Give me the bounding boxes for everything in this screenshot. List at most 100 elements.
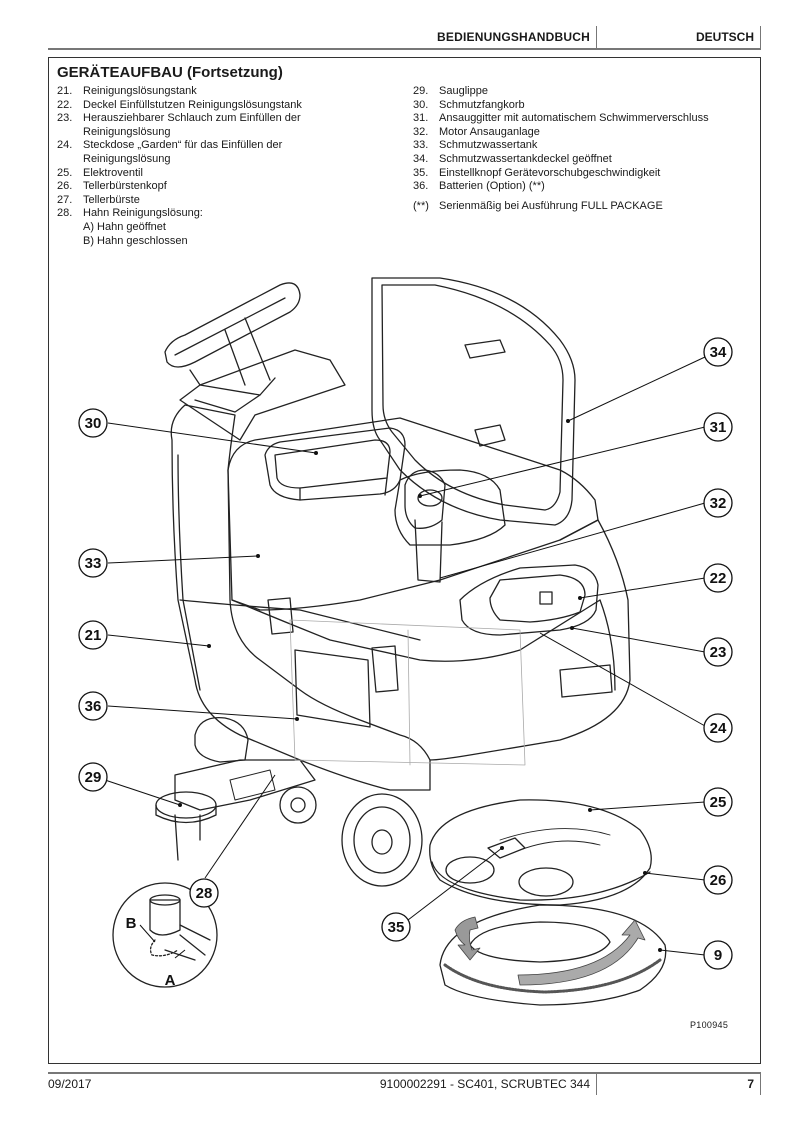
header-rule [48, 48, 761, 50]
list-item-continuation: Reinigungslösung [83, 152, 171, 165]
callout-33: 33 [85, 555, 102, 572]
callout-25: 25 [710, 794, 727, 811]
item-number: 28. [57, 207, 73, 220]
basket-recess [264, 427, 406, 501]
item-text: Tellerbürste [83, 193, 140, 206]
list-item: 33. Schmutzwassertank [413, 139, 753, 153]
item-number: 23. [57, 112, 73, 125]
footnote: (**) Serienmäßig bei Ausführung FULL PACK… [413, 200, 753, 214]
item-number: 33. [413, 139, 429, 152]
item-number: 24. [57, 139, 73, 152]
basket [274, 439, 391, 489]
squeegee-assembly [194, 716, 249, 763]
list-subitem: A) Hahn geöffnet [83, 220, 166, 233]
header-divider [760, 26, 761, 48]
item-text: Batterien (Option) (**) [439, 180, 545, 193]
item-text: Schmutzfangkorb [439, 98, 525, 111]
battery-outline [289, 619, 526, 766]
item-text: Ansauggitter mit automatischem Schwimmer… [439, 112, 709, 125]
item-number: 22. [57, 98, 73, 111]
item-text: Hahn Reinigungslösung: [83, 207, 203, 220]
list-subitem: B) Hahn geschlossen [83, 234, 188, 247]
list-item: 29. Sauglippe [413, 85, 753, 99]
list-item: 35. Einstellknopf Gerätevorschubgeschwind… [413, 167, 753, 181]
footer-rule [48, 1072, 761, 1074]
footer-date: 09/2017 [48, 1077, 92, 1091]
item-text: Tellerbürstenkopf [83, 180, 167, 193]
list-item-continuation: Reinigungslösung [83, 125, 171, 138]
item-number: 31. [413, 112, 429, 125]
list-item: 25. Elektroventil [57, 167, 357, 181]
tank-lid [371, 277, 576, 526]
callout-26: 26 [710, 872, 727, 889]
callout-24: 24 [710, 720, 727, 737]
list-item: 23. Herausziehbarer Schlauch zum Einfülle… [57, 112, 357, 126]
item-text: Sauglippe [439, 85, 488, 97]
detail-letter-b: B [126, 915, 137, 932]
detail-letter-a: A [165, 972, 176, 989]
callout-28: 28 [196, 885, 213, 902]
parts-list-right: 29. Sauglippe 30. Schmutzfangkorb 31. Ansau… [413, 85, 753, 213]
item-number: 35. [413, 166, 429, 179]
front-body [429, 519, 631, 761]
item-text: Einstellknopf Gerätevorschubgeschwindigk… [439, 166, 661, 179]
handle-bar [164, 282, 301, 368]
item-number: 30. [413, 98, 429, 111]
header-divider [596, 26, 597, 48]
callout-23: 23 [710, 644, 727, 661]
rotation-arrow-right [517, 919, 646, 986]
item-text: Schmutzwassertankdeckel geöffnet [439, 152, 612, 165]
callout-21: 21 [85, 627, 102, 644]
callout-29: 29 [85, 769, 102, 786]
brush-disc [439, 904, 667, 1006]
solution-tank [170, 404, 431, 791]
list-item: 24. Steckdose „Garden“ für das Einfüllen … [57, 139, 357, 153]
float-suction [404, 469, 446, 529]
item-number: 27. [57, 193, 73, 206]
callout-30: 30 [85, 415, 102, 432]
main-wheel [341, 793, 423, 887]
list-item: 28. Hahn Reinigungslösung: [57, 207, 357, 221]
figure-code: P100945 [690, 1020, 729, 1030]
list-item: 32. Motor Ansauganlage [413, 126, 753, 140]
item-number: 25. [57, 166, 73, 179]
list-item: 36.Batterien (Option) (**) [413, 180, 753, 194]
content-frame [48, 57, 761, 1064]
item-text: Herausziehbarer Schlauch zum Einfüllen d… [83, 112, 301, 125]
callout-22: 22 [710, 570, 727, 587]
callout-35: 35 [388, 919, 405, 936]
list-item: 26. Tellerbürstenkopf [57, 180, 357, 194]
callout-31: 31 [710, 419, 727, 436]
manual-title: BEDIENUNGSHANDBUCH [437, 30, 590, 44]
callout-9: 9 [714, 947, 722, 964]
control-panel [459, 564, 599, 636]
item-text: Schmutzwassertank [439, 139, 538, 152]
brush-head [429, 799, 652, 906]
item-number: 32. [413, 125, 429, 138]
item-text: Motor Ansauganlage [439, 125, 540, 138]
item-number: 26. [57, 180, 73, 193]
dirty-water-tank [227, 417, 599, 611]
footnote-mark: (**) [413, 199, 429, 212]
item-text: Deckel Einfüllstutzen Reinigungslösungst… [83, 98, 302, 111]
list-item: 30. Schmutzfangkorb [413, 99, 753, 113]
list-item: 22. Deckel Einfüllstutzen Reinigungslösun… [57, 99, 357, 113]
page-number: 7 [747, 1077, 754, 1091]
footer-document: 9100002291 - SC401, SCRUBTEC 344 [379, 1077, 590, 1091]
callout-34: 34 [710, 344, 727, 361]
list-item: 31. Ansauggitter mit automatischem Schwim… [413, 112, 753, 126]
item-text: Elektroventil [83, 166, 143, 179]
rotation-arrow-left [454, 916, 481, 961]
item-text: Reinigungslösungstank [83, 85, 197, 97]
list-item: 27. Tellerbürste [57, 194, 357, 208]
item-text: Steckdose „Garden“ für das Einfüllen der [83, 139, 283, 152]
language-label: DEUTSCH [695, 30, 754, 44]
parts-list-left: 21.Reinigungslösungstank 22.Deckel Einfü… [57, 85, 357, 248]
footer-divider [760, 1073, 761, 1095]
section-title: GERÄTEAUFBAU (Fortsetzung) [57, 64, 283, 81]
rear-body [179, 349, 346, 441]
item-number: 29. [413, 85, 429, 97]
footnote-text: Serienmäßig bei Ausführung FULL PACKAGE [439, 199, 663, 212]
callout-36: 36 [85, 698, 102, 715]
